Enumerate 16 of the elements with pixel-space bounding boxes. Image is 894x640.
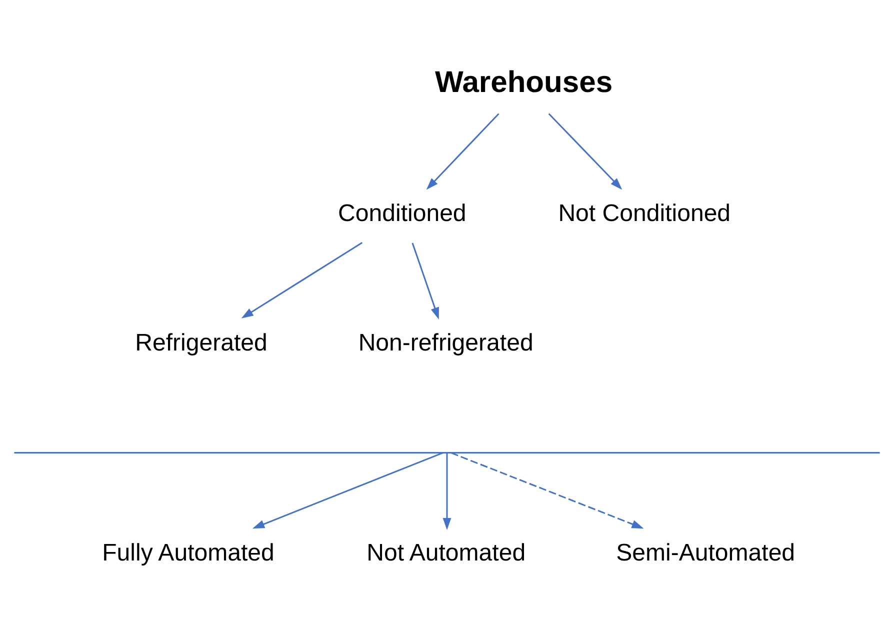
arrow (450, 452, 644, 528)
arrow (442, 452, 452, 530)
arrow (426, 112, 500, 190)
node-text: Non-refrigerated (358, 328, 534, 356)
arrow (412, 242, 439, 319)
node-text: Semi-Automated (616, 539, 796, 566)
node-text: Not Automated (366, 539, 526, 566)
node-text: Not Conditioned (558, 200, 731, 227)
node-brace (14, 452, 880, 453)
arrow (252, 452, 444, 528)
node-text: Refrigerated (135, 328, 268, 356)
arrow (241, 242, 363, 318)
node-text: Fully Automated (102, 539, 274, 566)
arrow (548, 112, 622, 190)
node-text: Warehouses (434, 66, 613, 99)
node-text: Conditioned (338, 200, 466, 227)
